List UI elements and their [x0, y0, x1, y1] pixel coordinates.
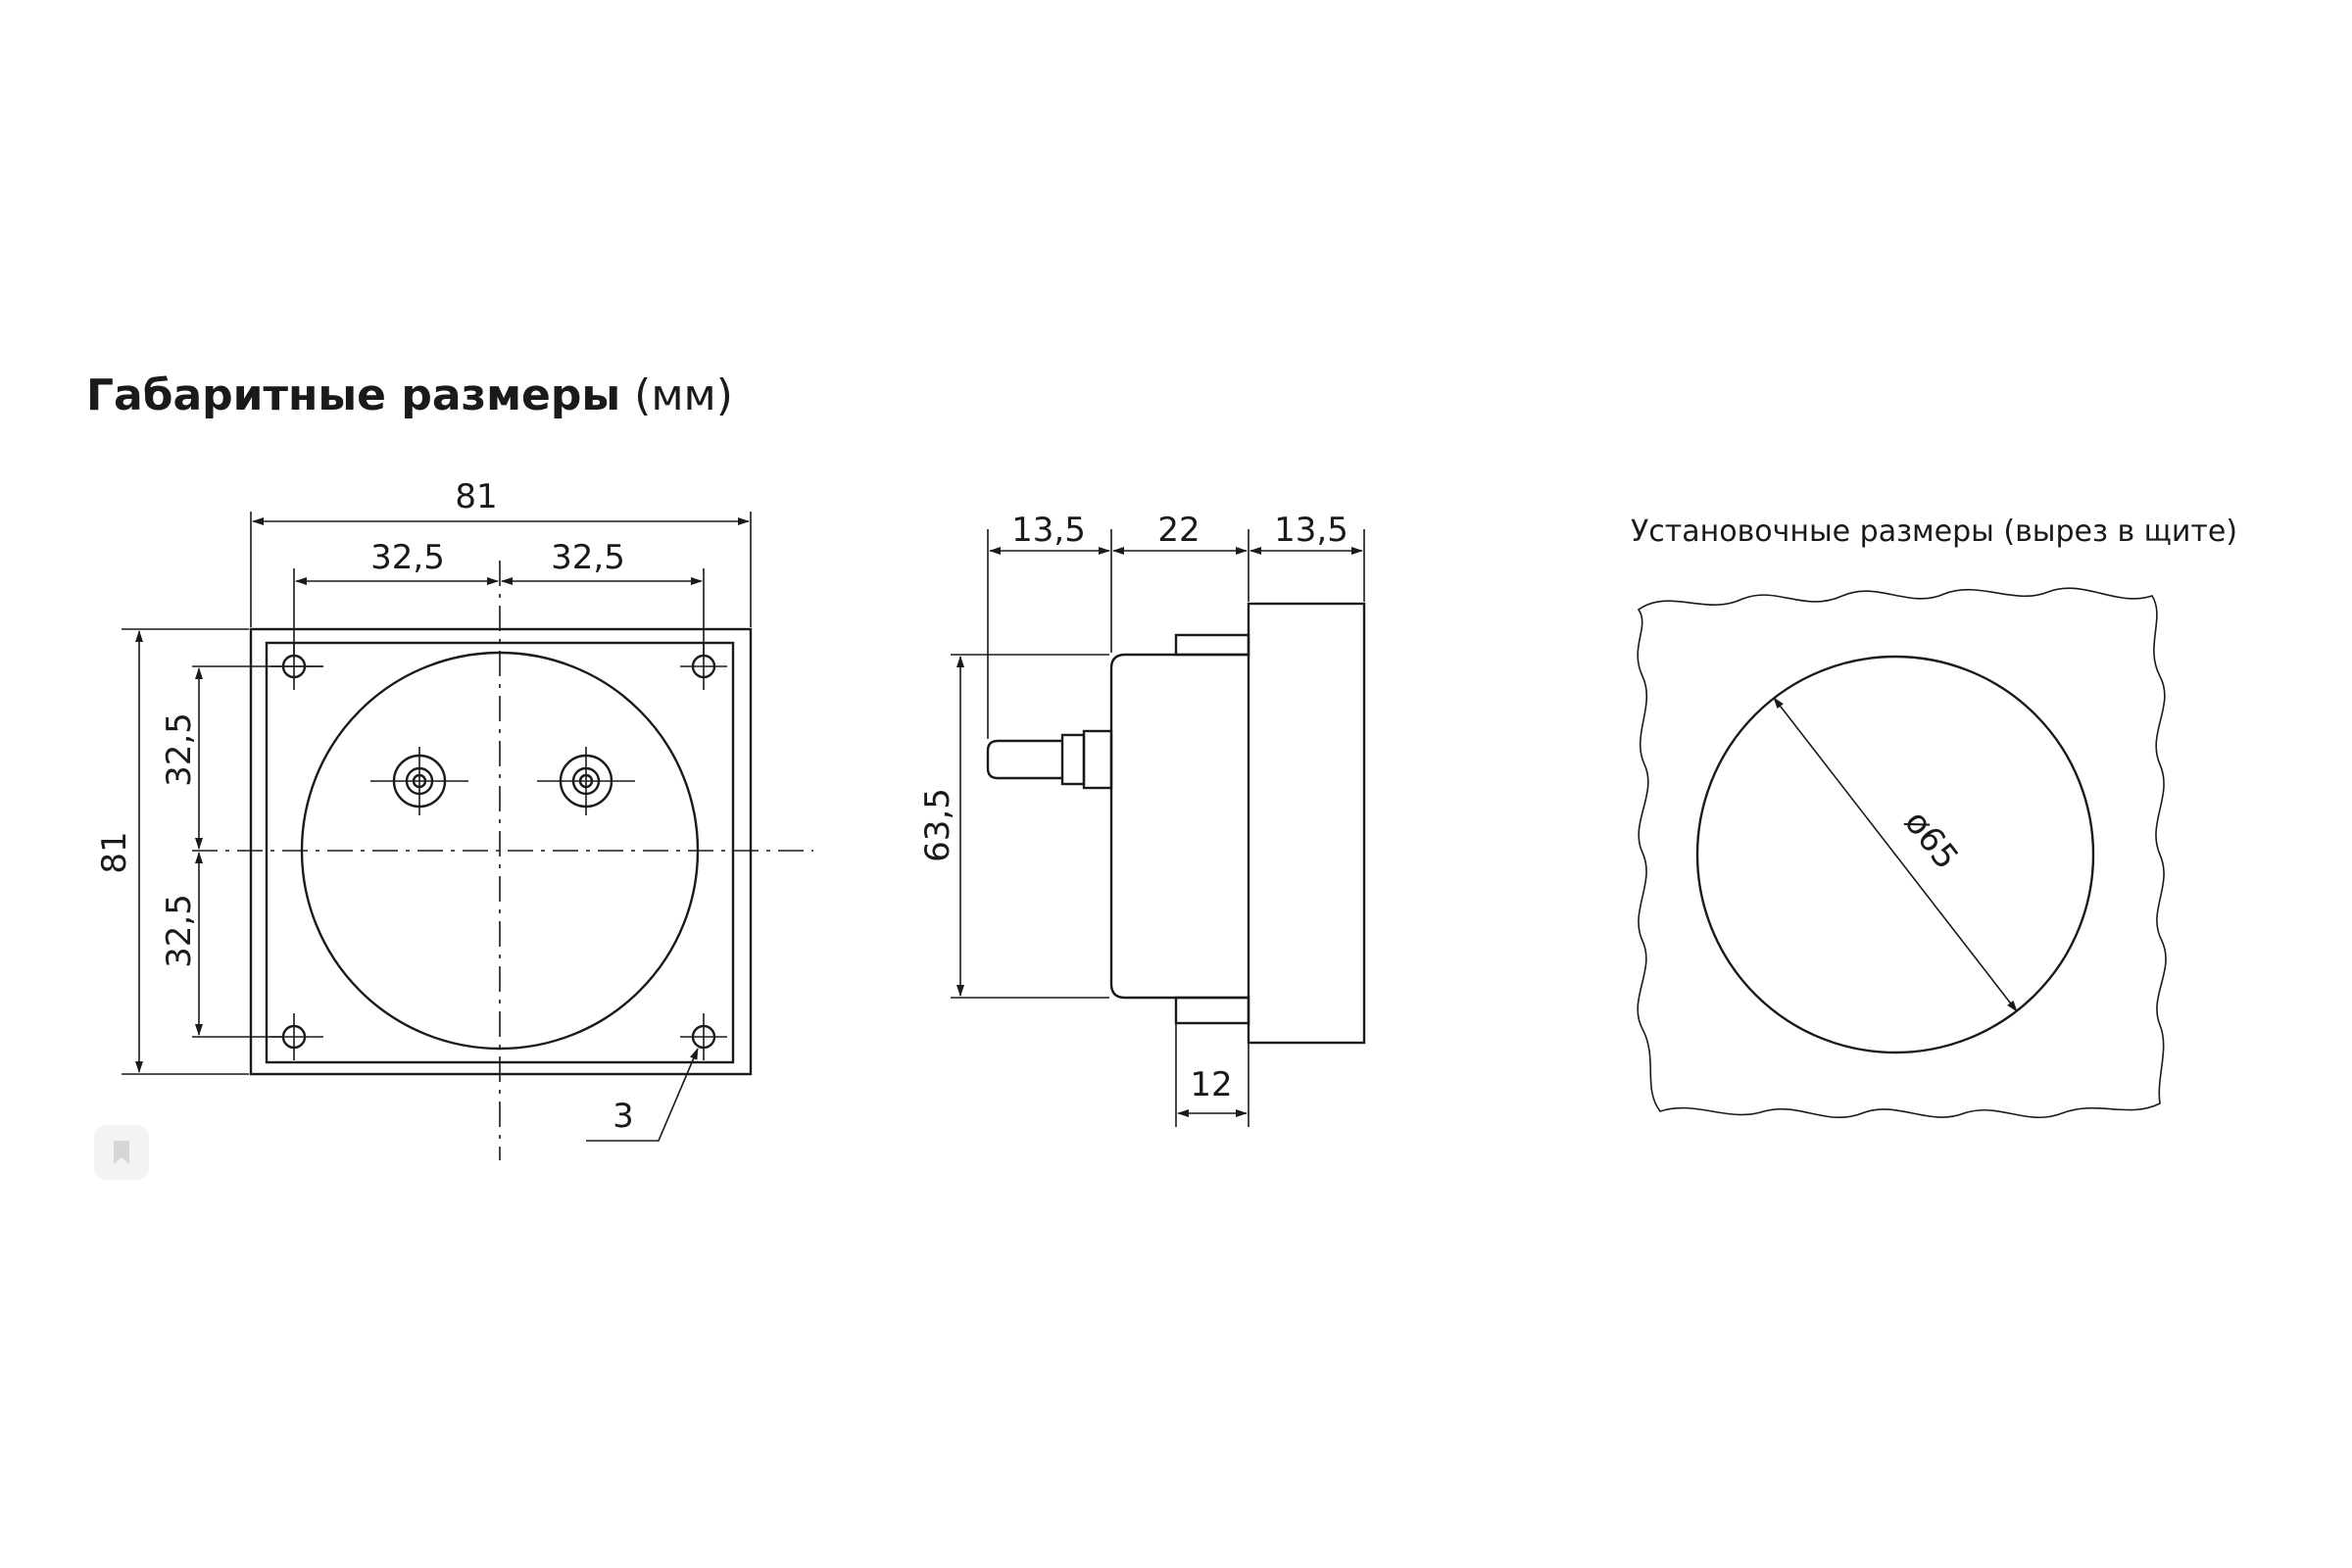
dim-bracket: 12: [1190, 1065, 1232, 1104]
dim-body-height: 63,5: [918, 788, 957, 862]
side-bottom-bracket: [1174, 996, 1250, 1025]
dim-width: 81: [455, 477, 497, 516]
mounting-caption: Установочные размеры (вырез в щите): [1631, 514, 2237, 549]
dim-height: 81: [95, 831, 134, 873]
cutout-circle: [1695, 655, 2095, 1054]
page-title: Габаритные размеры (мм): [86, 370, 733, 420]
side-view: 13,5 22 13,5 63,5 12: [918, 511, 1366, 1127]
dim-half-top: 32,5: [160, 712, 199, 787]
mounting-cutout: Установочные размеры (вырез в щите) ø65: [1631, 514, 2237, 1118]
dim-depth-right: 13,5: [1274, 511, 1348, 550]
front-view: 81 32,5 32,5 81 32,5 32,5 3: [95, 477, 813, 1160]
side-top-bracket: [1174, 633, 1250, 657]
terminals: [370, 747, 635, 815]
title-unit: (мм): [634, 370, 733, 420]
side-face-plate: [1247, 602, 1366, 1045]
bookmark-button[interactable]: [94, 1125, 149, 1180]
dim-depth-mid: 22: [1157, 511, 1200, 550]
dim-half-right: 32,5: [551, 538, 625, 577]
dim-half-bottom: 32,5: [160, 894, 199, 968]
dim-hole: 3: [612, 1097, 634, 1136]
mounting-holes: [270, 643, 727, 1060]
panel-outline: [1637, 587, 2167, 1118]
front-plate-outer: [249, 627, 753, 1076]
dim-diameter: ø65: [1896, 804, 1966, 877]
dim-half-left: 32,5: [370, 538, 445, 577]
dim-depth-left: 13,5: [1011, 511, 1086, 550]
hole-leader: [586, 1048, 699, 1142]
diameter-line: [1773, 697, 2018, 1012]
bookmark-icon: [114, 1141, 129, 1164]
side-body: [1109, 653, 1249, 1000]
side-terminal: [986, 729, 1113, 790]
title-bold: Габаритные размеры: [86, 370, 621, 420]
